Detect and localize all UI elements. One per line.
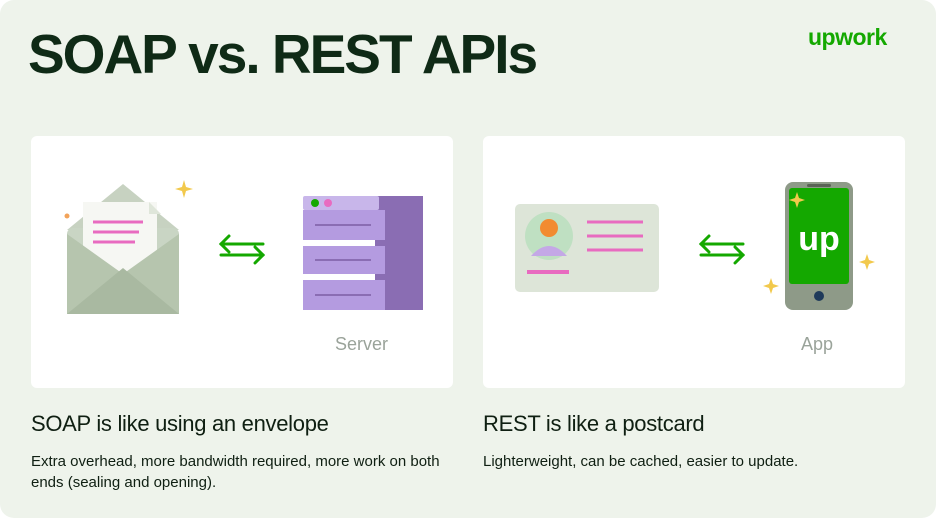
soap-heading: SOAP is like using an envelope bbox=[31, 411, 329, 436]
postcard-icon bbox=[515, 204, 659, 292]
soap-card: Server bbox=[31, 136, 453, 388]
rest-heading: REST is like a postcard bbox=[483, 411, 705, 436]
soap-description: Extra overhead, more bandwidth required,… bbox=[31, 453, 440, 491]
up-logo-icon: up bbox=[798, 220, 840, 258]
exchange-arrows-icon bbox=[698, 234, 746, 265]
exchange-arrows-icon bbox=[218, 234, 266, 265]
upwork-logo: upwork bbox=[808, 24, 887, 50]
server-caption: Server bbox=[335, 334, 389, 354]
app-caption: App bbox=[801, 334, 834, 354]
page-title: SOAP vs. REST APIs bbox=[28, 23, 538, 85]
rest-description: Lighterweight, can be cached, easier to … bbox=[483, 453, 799, 470]
envelope-icon bbox=[64, 180, 193, 314]
server-icon bbox=[303, 196, 423, 310]
phone-icon: up bbox=[763, 182, 875, 310]
rest-card: up App bbox=[483, 136, 905, 388]
